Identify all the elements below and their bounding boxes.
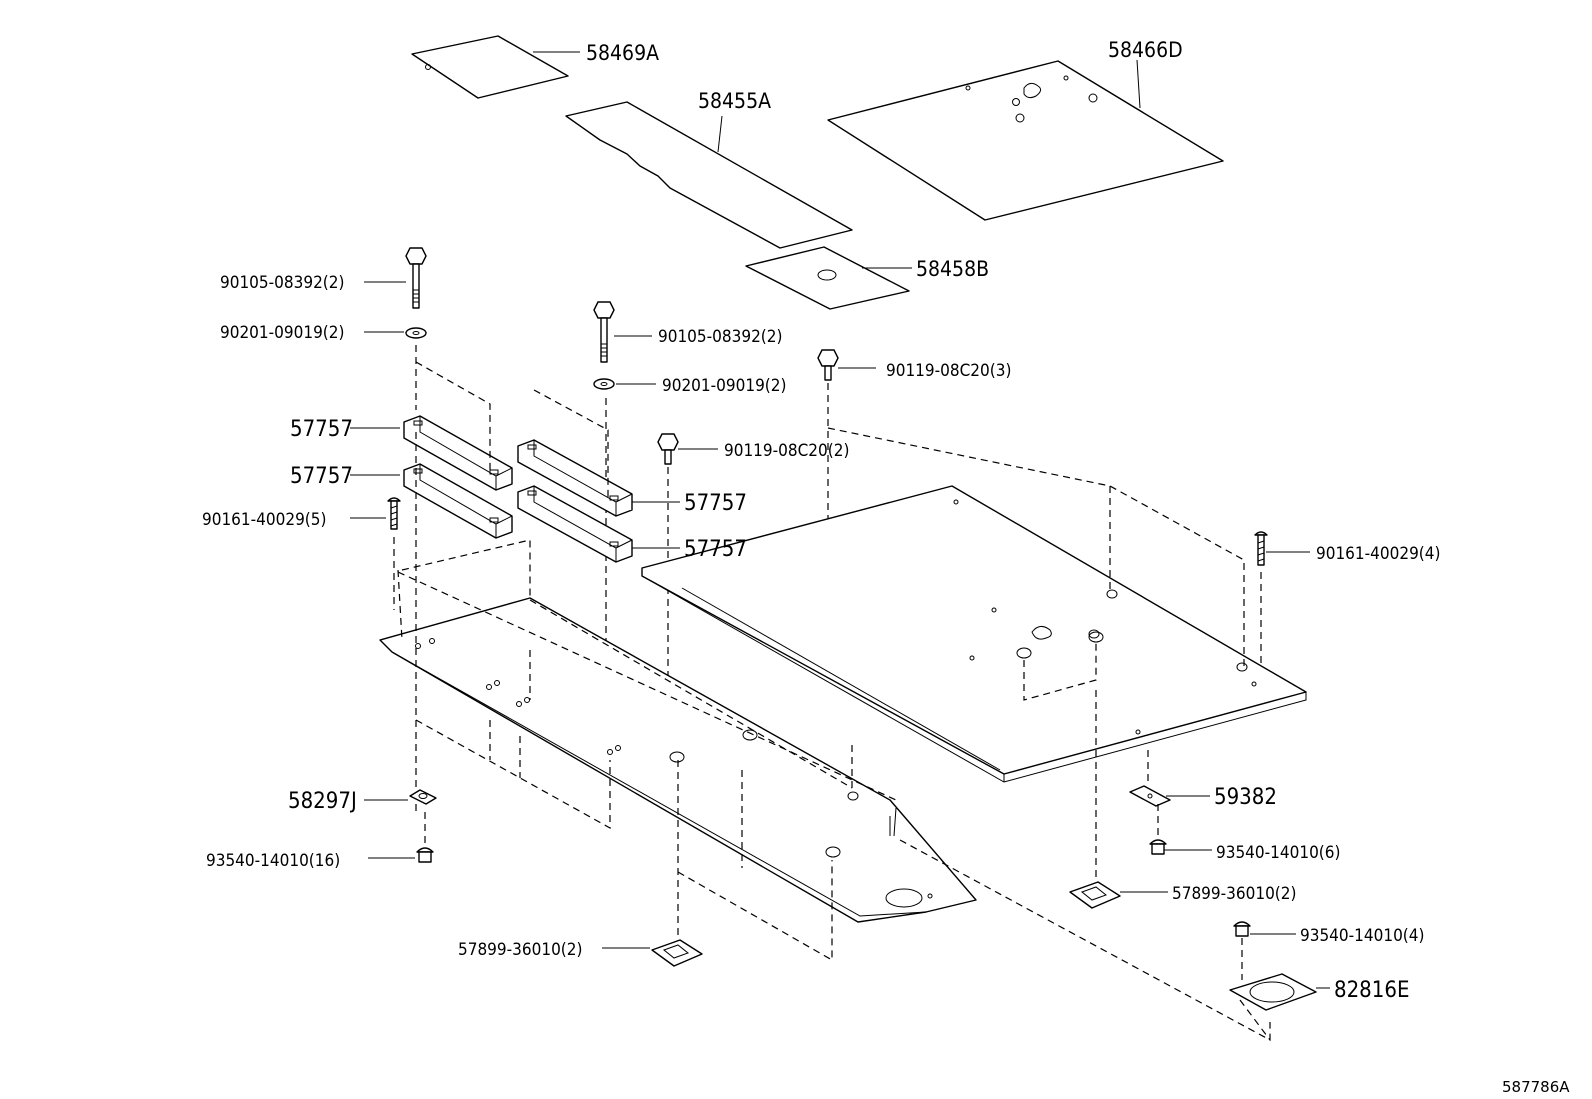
part-58469A-sheet <box>411 35 580 99</box>
label-washer-90201-middle: 90201-09019(2) <box>662 376 786 396</box>
label-58455A: 58455A <box>698 89 771 113</box>
label-rail-57757-4: 57757 <box>684 537 747 562</box>
label-clip-93540-far-right: 93540-14010(4) <box>1300 926 1424 946</box>
clip-59382 <box>1129 785 1210 807</box>
label-clip-59382: 59382 <box>1214 785 1277 810</box>
label-rail-57757-2: 57757 <box>290 464 353 489</box>
floor-panel-right <box>641 485 1307 783</box>
part-58466D-sheet <box>827 59 1224 221</box>
rail-57757-4 <box>517 485 680 563</box>
label-bolt-90119-lower: 90119-08C20(2) <box>724 441 849 461</box>
figure-code: 587786A <box>1502 1078 1570 1096</box>
part-58455A-sheet <box>565 101 853 249</box>
clip-93540-far-right <box>1233 921 1296 937</box>
label-rail-57757-3: 57757 <box>684 491 747 516</box>
label-plate-57899-left: 57899-36010(2) <box>458 940 582 960</box>
clip-93540-right <box>1149 804 1212 855</box>
plate-57899-left <box>602 939 703 967</box>
screw-90161-right <box>1254 531 1310 668</box>
label-plate-57899-right: 57899-36010(2) <box>1172 884 1296 904</box>
label-bolt-90105-left: 90105-08392(2) <box>220 273 344 293</box>
label-58469A: 58469A <box>586 41 659 65</box>
label-washer-90201-left: 90201-09019(2) <box>220 323 344 343</box>
label-nut-58297J: 58297J <box>288 789 357 814</box>
part-58458B-sheet <box>745 246 912 310</box>
screw-90161-left <box>350 497 401 610</box>
rail-57757-2 <box>350 463 513 539</box>
label-bolt-90105-middle: 90105-08392(2) <box>658 327 782 347</box>
label-clip-93540-right: 93540-14010(6) <box>1216 843 1340 863</box>
bolt-left-assembly <box>364 247 427 410</box>
label-clip-93540-left: 93540-14010(16) <box>206 851 340 871</box>
label-rail-57757-1: 57757 <box>290 417 353 442</box>
plate-57899-right <box>1069 881 1168 909</box>
bolt-90119-upper <box>817 349 876 532</box>
rail-57757-1 <box>350 415 513 491</box>
label-58466D: 58466D <box>1108 38 1183 62</box>
label-screw-90161-left: 90161-40029(5) <box>202 510 326 530</box>
label-bolt-90119-upper: 90119-08C20(3) <box>886 361 1011 381</box>
label-cover-82816E: 82816E <box>1334 978 1409 1003</box>
cover-82816E <box>1229 973 1330 1011</box>
label-58458B: 58458B <box>916 257 989 281</box>
clip-93540-left <box>368 812 434 863</box>
label-screw-90161-right: 90161-40029(4) <box>1316 544 1440 564</box>
rail-57757-3 <box>517 439 680 517</box>
nut-58297J <box>364 789 437 805</box>
